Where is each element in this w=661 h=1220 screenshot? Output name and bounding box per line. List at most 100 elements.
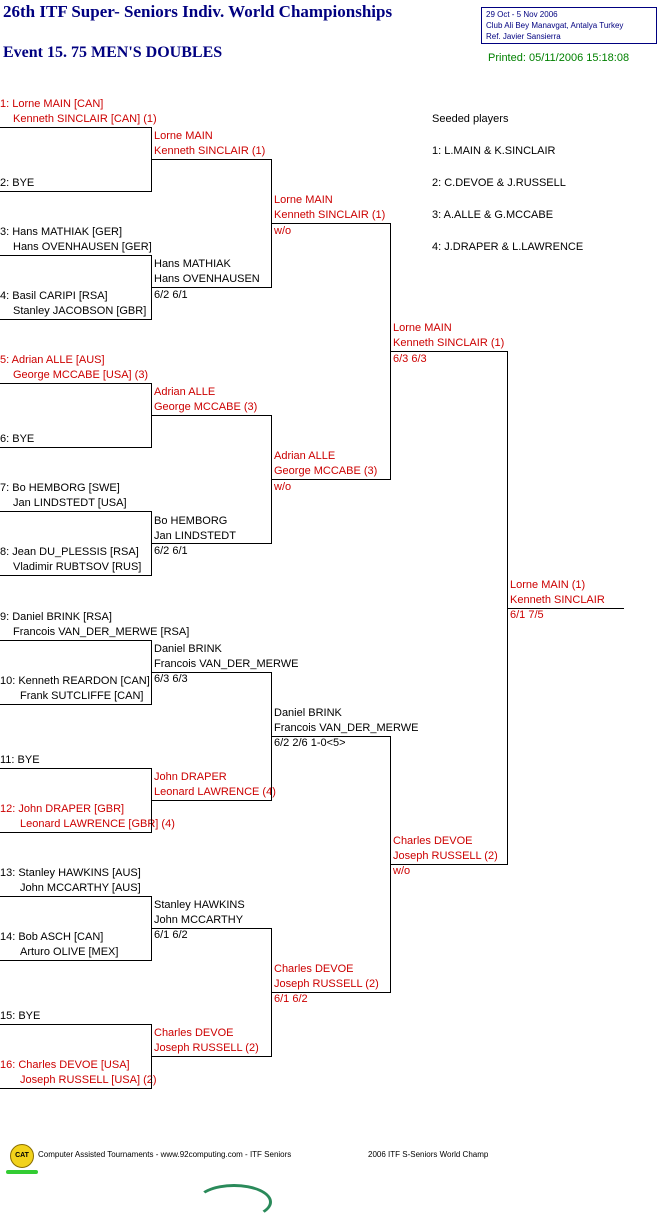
- r4-match-2-player-a: Charles DEVOE: [393, 835, 473, 847]
- r1-entry-1-player-b: Kenneth SINCLAIR [CAN] (1): [13, 113, 157, 125]
- r1-entry-11-player-a: 11: BYE: [0, 754, 40, 766]
- r1-entry-13-player-a: 13: Stanley HAWKINS [AUS]: [0, 867, 141, 879]
- bracket-line: [272, 479, 391, 480]
- r1-entry-3-player-a: 3: Hans MATHIAK [GER]: [0, 226, 123, 238]
- bracket-line: [152, 543, 272, 544]
- info-venue: Club Ali Bey Manavgat, Antalya Turkey: [486, 21, 624, 30]
- footer-event: 2006 ITF S-Seniors World Champ: [368, 1150, 489, 1159]
- bracket-line: [0, 768, 152, 769]
- r2-match-6-player-a: John DRAPER: [154, 771, 227, 783]
- bracket-line: [0, 896, 152, 897]
- r1-entry-14-player-a: 14: Bob ASCH [CAN]: [0, 931, 104, 943]
- bracket-line: [391, 864, 508, 865]
- bracket-line: [151, 127, 152, 192]
- bracket-line: [390, 223, 391, 480]
- r1-entry-9-player-a: 9: Daniel BRINK [RSA]: [0, 611, 112, 623]
- seed-item: 3: A.ALLE & G.MCCABE: [432, 209, 554, 221]
- r1-entry-10-player-a: 10: Kenneth REARDON [CAN]: [0, 675, 150, 687]
- seed-item: 4: J.DRAPER & L.LAWRENCE: [432, 241, 584, 253]
- r3-match-2-player-b: George MCCABE (3): [274, 465, 378, 477]
- r1-entry-12-player-a: 12: John DRAPER [GBR]: [0, 803, 125, 815]
- r1-entry-9-player-b: Francois VAN_DER_MERWE [RSA]: [13, 626, 190, 638]
- bracket-line: [151, 383, 152, 448]
- bracket-line: [0, 575, 152, 576]
- info-referee: Ref. Javier Sansierra: [486, 32, 561, 41]
- r4-match-2-player-b: Joseph RUSSELL (2): [393, 850, 498, 862]
- bracket-line: [0, 447, 152, 448]
- r2-match-6-player-b: Leonard LAWRENCE (4): [154, 786, 276, 798]
- r1-entry-4-player-a: 4: Basil CARIPI [RSA]: [0, 290, 108, 302]
- r1-entry-7-player-a: 7: Bo HEMBORG [SWE]: [0, 482, 120, 494]
- r2-match-3-player-a: Adrian ALLE: [154, 386, 216, 398]
- r2-match-5-score: 6/3 6/3: [154, 673, 188, 685]
- r2-match-5-player-b: Francois VAN_DER_MERWE: [154, 658, 299, 670]
- r1-entry-16-player-b: Joseph RUSSELL [USA] (2): [20, 1074, 157, 1086]
- bracket-line: [390, 736, 391, 993]
- seed-item: 2: C.DEVOE & J.RUSSELL: [432, 177, 566, 189]
- r1-entry-14-player-b: Arturo OLIVE [MEX]: [20, 946, 119, 958]
- page-title: 26th ITF Super- Seniors Indiv. World Cha…: [3, 2, 393, 21]
- r2-match-2-player-b: Hans OVENHAUSEN: [154, 273, 260, 285]
- bracket-line: [0, 1024, 152, 1025]
- bracket-line: [152, 415, 272, 416]
- bracket-line: [151, 896, 152, 961]
- bracket-line: [151, 1024, 152, 1089]
- bracket-line: [271, 159, 272, 288]
- bracket-line: [0, 255, 152, 256]
- r1-entry-2-player-a: 2: BYE: [0, 177, 35, 189]
- bracket-line: [0, 383, 152, 384]
- r2-match-1-player-a: Lorne MAIN: [154, 130, 213, 142]
- bracket-line: [152, 1056, 272, 1057]
- r1-entry-10-player-b: Frank SUTCLIFFE [CAN]: [20, 690, 144, 702]
- tournament-info-box: 29 Oct - 5 Nov 2006 Club Ali Bey Manavga…: [481, 7, 657, 44]
- final-score: 6/1 7/5: [510, 609, 544, 621]
- r1-entry-5-player-b: George MCCABE [USA] (3): [13, 369, 149, 381]
- bracket-line: [0, 127, 152, 128]
- bracket-line: [0, 832, 152, 833]
- r1-entry-7-player-b: Jan LINDSTEDT [USA]: [13, 497, 127, 509]
- r2-match-4-score: 6/2 6/1: [154, 545, 188, 557]
- bracket-line: [152, 159, 272, 160]
- bracket-line: [152, 672, 272, 673]
- final-player-a: Lorne MAIN (1): [510, 579, 586, 591]
- r3-match-1-score: w/o: [274, 225, 292, 237]
- final-player-b: Kenneth SINCLAIR: [510, 594, 605, 606]
- r1-entry-1-player-a: 1: Lorne MAIN [CAN]: [0, 98, 104, 110]
- r1-entry-13-player-b: John MCCARTHY [AUS]: [20, 882, 141, 894]
- bracket-line: [272, 992, 391, 993]
- r4-match-1-player-b: Kenneth SINCLAIR (1): [393, 337, 505, 349]
- r2-match-7-score: 6/1 6/2: [154, 929, 188, 941]
- bracket-line: [152, 928, 272, 929]
- bracket-line: [151, 511, 152, 576]
- partial-logo-icon: [196, 1184, 272, 1220]
- r3-match-2-player-a: Adrian ALLE: [274, 450, 336, 462]
- r3-match-1-player-b: Kenneth SINCLAIR (1): [274, 209, 386, 221]
- r2-match-4-player-a: Bo HEMBORG: [154, 515, 228, 527]
- r1-entry-4-player-b: Stanley JACOBSON [GBR]: [13, 305, 147, 317]
- event-title: Event 15. 75 MEN'S DOUBLES: [3, 44, 223, 61]
- bracket-line: [271, 672, 272, 801]
- bracket-line: [0, 704, 152, 705]
- bracket-line: [0, 511, 152, 512]
- r2-match-7-player-a: Stanley HAWKINS: [154, 899, 245, 911]
- bracket-line: [0, 960, 152, 961]
- r1-entry-5-player-a: 5: Adrian ALLE [AUS]: [0, 354, 105, 366]
- bracket-line: [272, 736, 391, 737]
- r3-match-4-player-b: Joseph RUSSELL (2): [274, 978, 379, 990]
- r2-match-5-player-a: Daniel BRINK: [154, 643, 222, 655]
- r1-entry-12-player-b: Leonard LAWRENCE [GBR] (4): [20, 818, 175, 830]
- logo-underline: [6, 1170, 38, 1174]
- bracket-line: [508, 608, 624, 609]
- r3-match-4-player-a: Charles DEVOE: [274, 963, 354, 975]
- bracket-line: [0, 640, 152, 641]
- r1-entry-15-player-a: 15: BYE: [0, 1010, 41, 1022]
- printed-timestamp: Printed: 05/11/2006 15:18:08: [488, 52, 630, 64]
- r1-entry-3-player-b: Hans OVENHAUSEN [GER]: [13, 241, 152, 253]
- bracket-line: [271, 928, 272, 1057]
- r3-match-3-player-b: Francois VAN_DER_MERWE: [274, 722, 419, 734]
- bracket-line: [152, 800, 272, 801]
- r2-match-2-player-a: Hans MATHIAK: [154, 258, 231, 270]
- r2-match-3-player-b: George MCCABE (3): [154, 401, 258, 413]
- r4-match-2-score: w/o: [393, 865, 411, 877]
- r4-match-1-score: 6/3 6/3: [393, 353, 427, 365]
